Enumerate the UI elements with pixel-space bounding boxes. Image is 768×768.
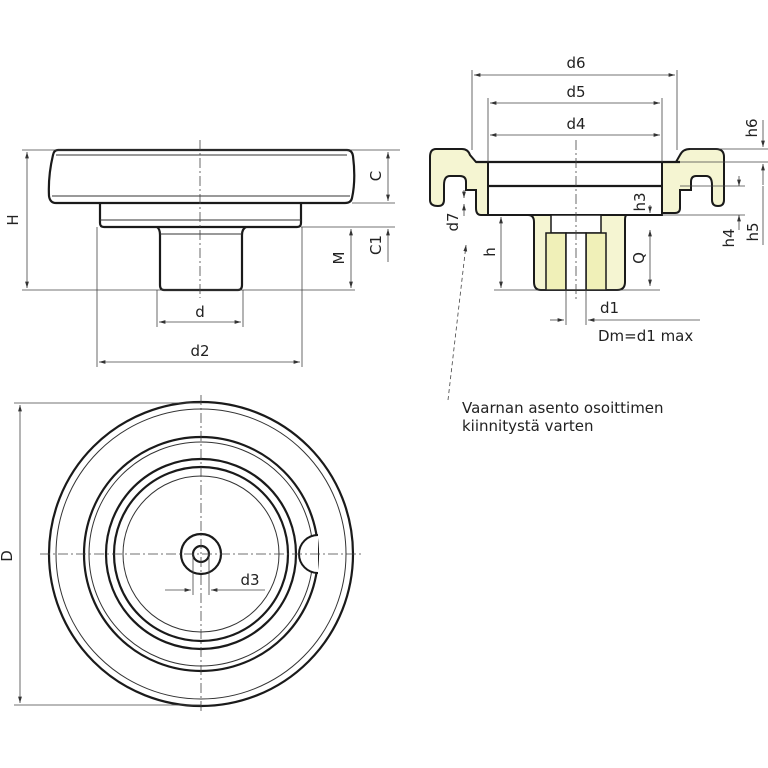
top-view: D d3: [0, 395, 362, 712]
label-d3: d3: [240, 571, 259, 589]
dm-note: Dm=d1 max: [598, 327, 693, 345]
label-d7: d7: [444, 212, 462, 231]
label-d2: d2: [190, 342, 209, 360]
side-view: H C C1 M d d2: [4, 140, 400, 367]
pin-note-line1: Vaarnan asento osoittimen: [462, 399, 664, 417]
label-d: d: [195, 303, 205, 321]
label-h: h: [481, 247, 499, 257]
label-D: D: [0, 550, 16, 562]
label-d6: d6: [566, 54, 585, 72]
label-H: H: [4, 214, 22, 225]
label-h5: h5: [744, 222, 762, 241]
label-Q: Q: [630, 252, 648, 264]
section-view: d6 d5 d4 h6 h3 d7 h Q h4 h5 d1 Dm=d1 max…: [429, 54, 768, 435]
label-h3: h3: [631, 192, 649, 211]
label-C: C: [367, 171, 385, 181]
label-d4: d4: [566, 115, 585, 133]
label-h4: h4: [720, 228, 738, 247]
label-C1: C1: [367, 235, 385, 255]
label-h6: h6: [743, 118, 761, 137]
label-d1: d1: [600, 299, 619, 317]
pin-note-line2: kiinnitystä varten: [462, 417, 593, 435]
label-M: M: [330, 252, 348, 265]
label-d5: d5: [566, 83, 585, 101]
